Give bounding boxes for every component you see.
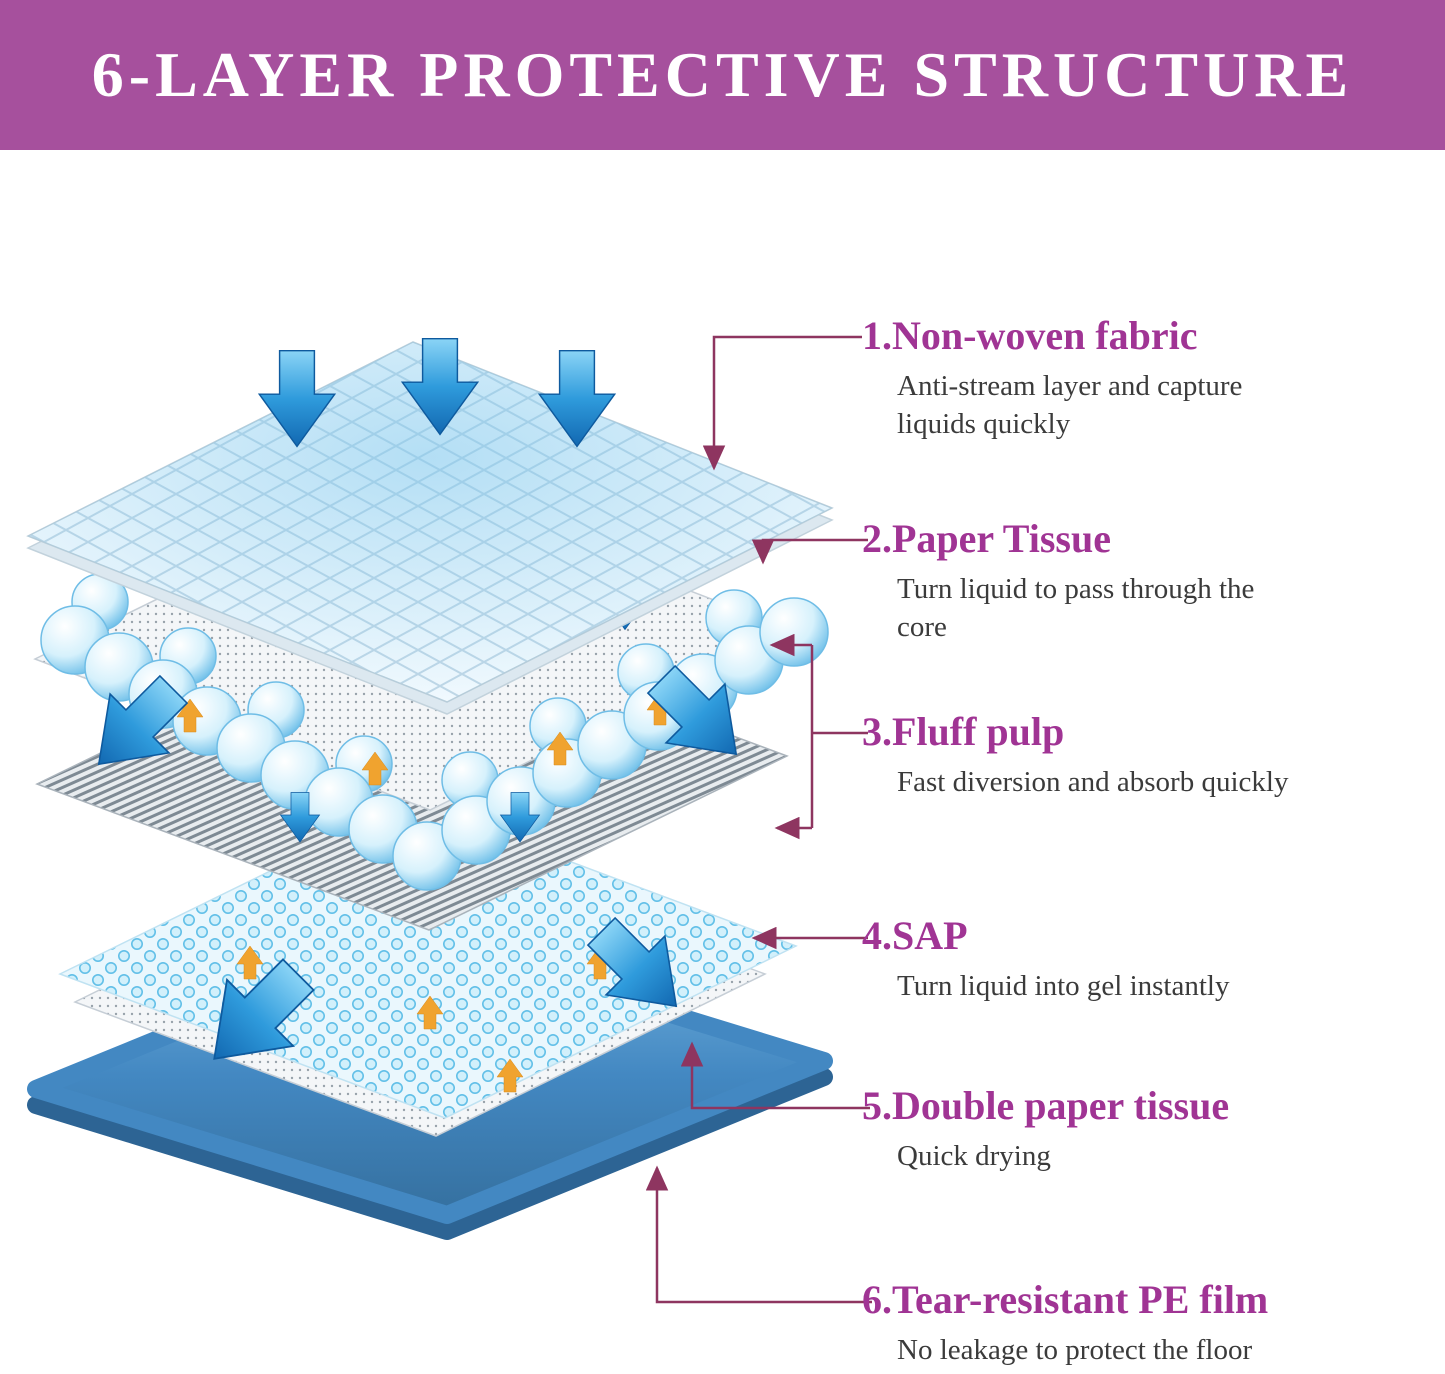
layer-label-4: 4.SAP Turn liquid into gel instantly: [862, 912, 1382, 1005]
layer-1-description: Anti-stream layer and capture liquids qu…: [897, 370, 1243, 440]
layer-6-description: No leakage to protect the floor: [897, 1334, 1253, 1366]
layer-label-6: 6.Tear-resistant PE film No leakage to p…: [862, 1276, 1382, 1369]
layer-2-description: Turn liquid to pass through the core: [897, 573, 1255, 643]
layer-3-description: Fast diversion and absorb quickly: [897, 766, 1289, 798]
layer-stack-illustration: [26, 337, 834, 1240]
layer-4-description: Turn liquid into gel instantly: [897, 970, 1230, 1002]
layer-label-3: 3.Fluff pulp Fast diversion and absorb q…: [862, 708, 1382, 801]
title-banner: 6-LAYER PROTECTIVE STRUCTURE: [0, 0, 1445, 150]
layer-6-heading: 6.Tear-resistant PE film: [862, 1277, 1269, 1322]
layer-3-heading: 3.Fluff pulp: [862, 709, 1065, 754]
layer-label-1: 1.Non-woven fabric Anti-stream layer and…: [862, 312, 1382, 443]
layer-5-description: Quick drying: [897, 1140, 1051, 1172]
layer-non-woven-fabric: [26, 341, 834, 715]
layer-label-5: 5.Double paper tissue Quick drying: [862, 1082, 1382, 1175]
layer-4-heading: 4.SAP: [862, 913, 968, 958]
layer-2-heading: 2.Paper Tissue: [862, 516, 1111, 561]
layer-5-heading: 5.Double paper tissue: [862, 1083, 1230, 1128]
layer-1-heading: 1.Non-woven fabric: [862, 313, 1198, 358]
layer-label-2: 2.Paper Tissue Turn liquid to pass throu…: [862, 515, 1382, 646]
page-title: 6-LAYER PROTECTIVE STRUCTURE: [91, 39, 1354, 110]
